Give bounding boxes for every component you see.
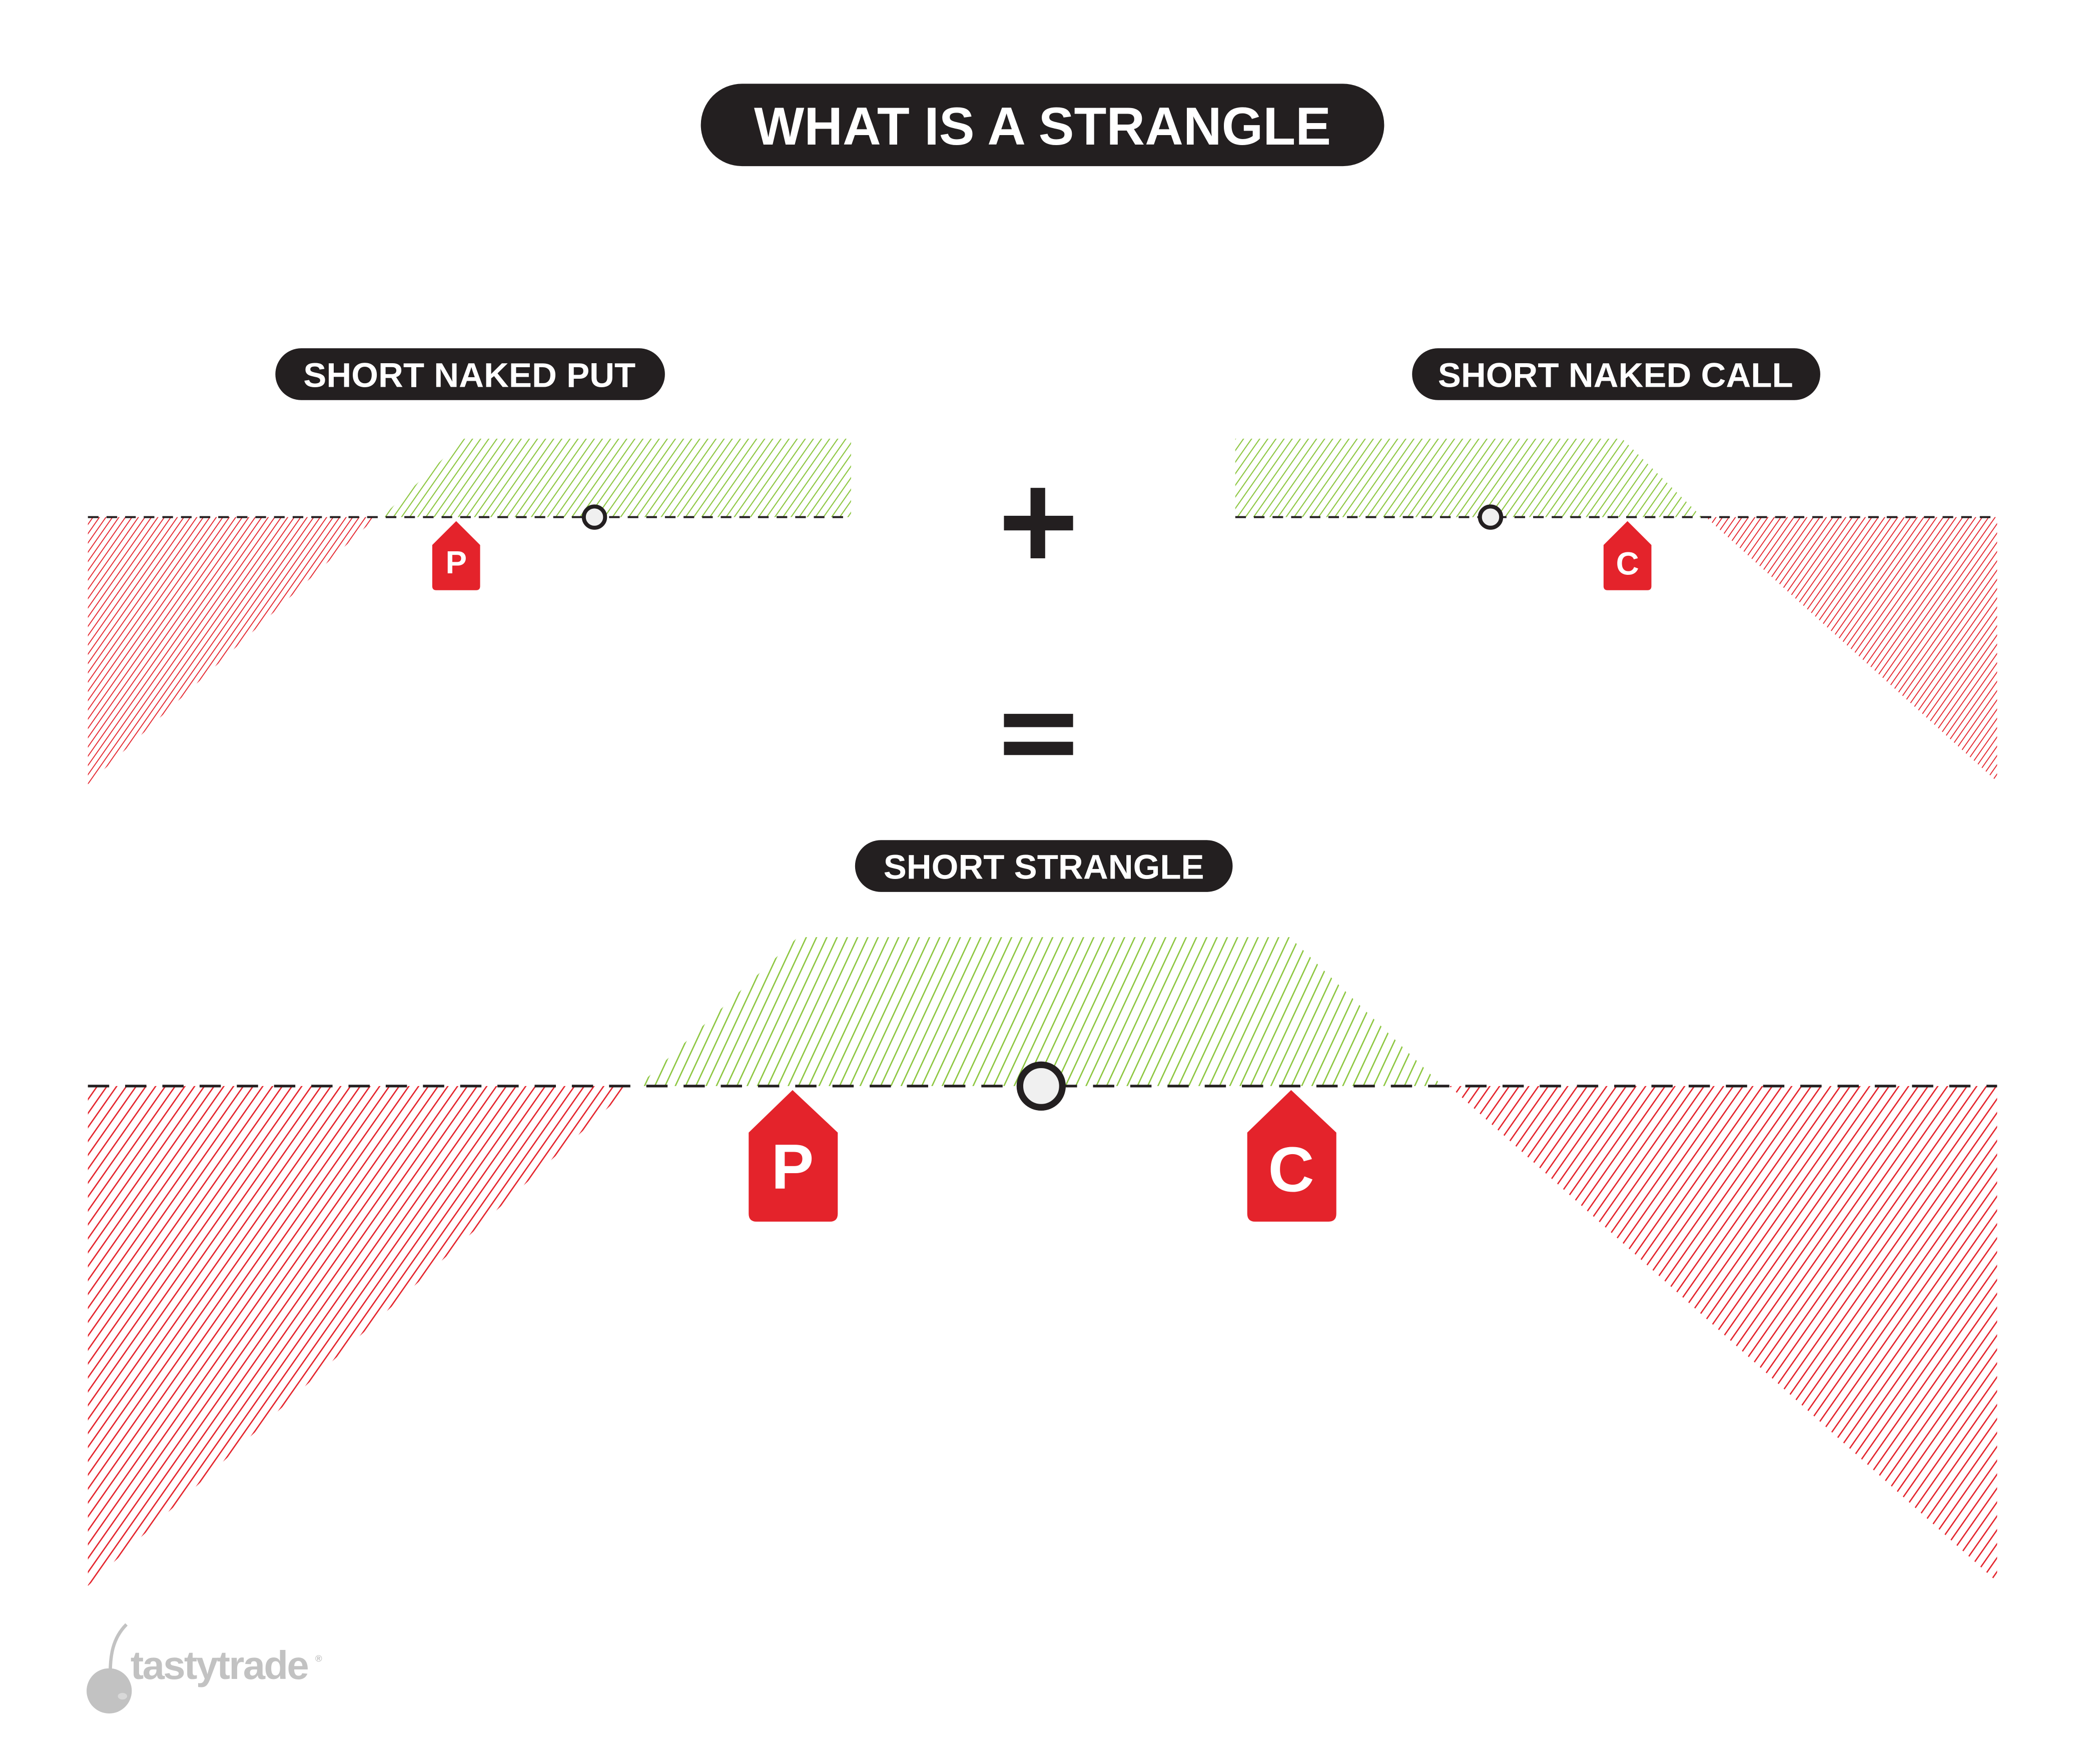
- profit-zone: [1235, 438, 1702, 517]
- profit-zone: [638, 937, 1443, 1086]
- plus-icon: [1004, 488, 1073, 558]
- strangle-label: SHORT STRANGLE: [884, 847, 1204, 886]
- price-marker-icon: [581, 504, 607, 530]
- call-strike-tag-icon: [1247, 1090, 1336, 1222]
- price-marker-icon: [1478, 504, 1504, 530]
- call-strike-tag-icon: [1603, 521, 1652, 590]
- put-tag-letter: P: [771, 1132, 814, 1203]
- short-naked-put-diagram: SHORT NAKED PUT P: [88, 348, 851, 784]
- logo-text: tastytrade: [131, 1643, 308, 1687]
- call-label-pill: [1412, 348, 1820, 400]
- put-label: SHORT NAKED PUT: [303, 355, 635, 394]
- cherry-icon: [87, 1668, 132, 1714]
- loss-zone: [1706, 517, 1997, 782]
- page-title: WHAT IS A STRANGLE: [754, 97, 1331, 156]
- loss-zone: [88, 517, 377, 784]
- loss-zone-left: [88, 1086, 632, 1586]
- strangle-label-pill: [855, 840, 1233, 892]
- call-tag-letter: C: [1616, 546, 1639, 582]
- call-label: SHORT NAKED CALL: [1438, 355, 1793, 394]
- call-tag-letter: C: [1268, 1134, 1314, 1205]
- registered-mark: ®: [315, 1653, 322, 1663]
- price-marker-icon: [1016, 1061, 1066, 1111]
- short-naked-call-diagram: SHORT NAKED CALL C: [1235, 348, 1997, 782]
- put-strike-tag-icon: [432, 521, 480, 590]
- title-pill: WHAT IS A STRANGLE: [701, 84, 1384, 167]
- tastytrade-logo: tastytrade ®: [87, 1623, 322, 1714]
- profit-zone: [381, 438, 851, 517]
- put-strike-tag-icon: [749, 1090, 838, 1222]
- put-tag-letter: P: [445, 544, 467, 580]
- put-label-pill: [275, 348, 665, 400]
- short-strangle-diagram: SHORT STRANGLE P C: [88, 840, 1997, 1586]
- loss-zone-right: [1449, 1086, 1997, 1582]
- equals-icon: [1004, 713, 1073, 755]
